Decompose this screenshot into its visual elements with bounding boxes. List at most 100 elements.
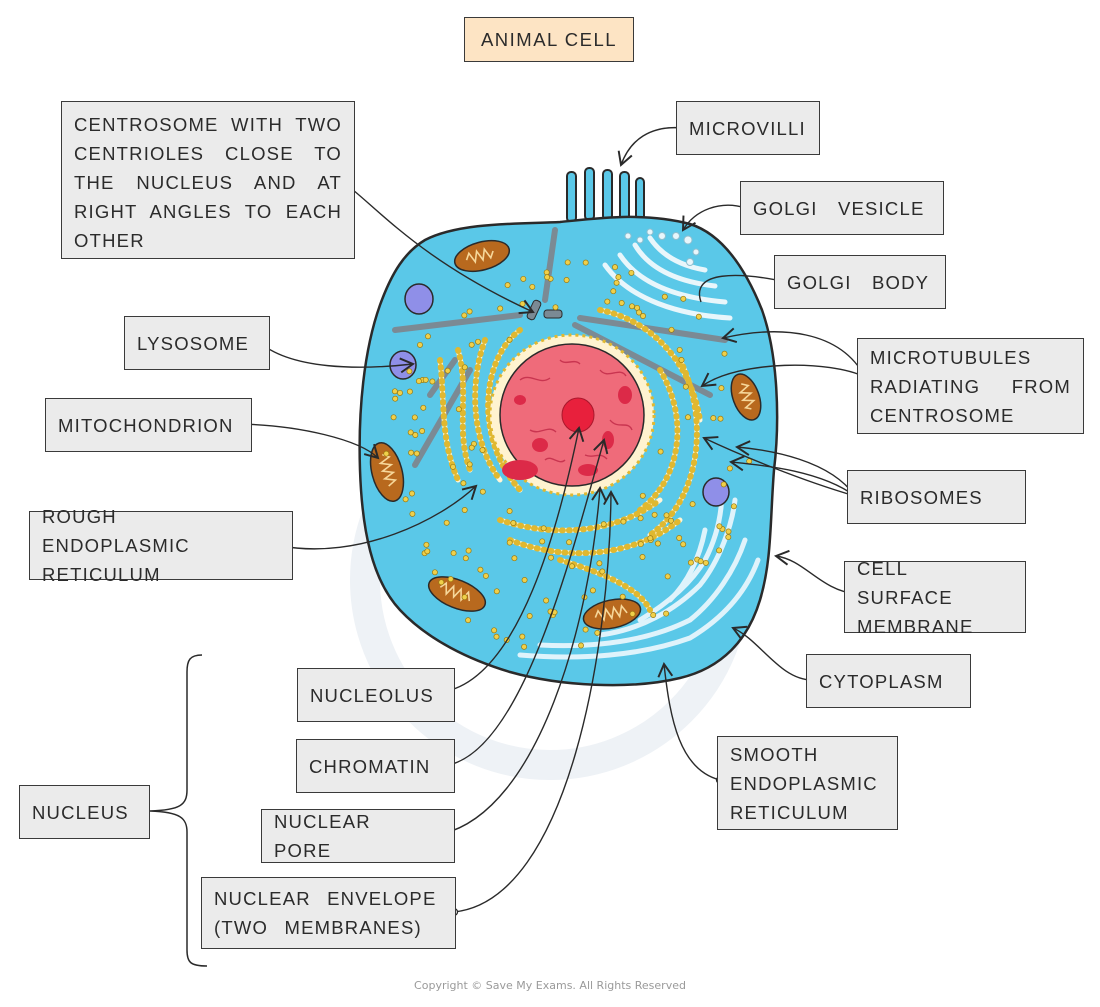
ribosome-dot xyxy=(725,534,732,541)
free-ribosomes xyxy=(383,259,753,650)
ribosome-dot xyxy=(443,519,450,526)
ribosome-dot xyxy=(475,338,481,345)
ribosome-dot xyxy=(424,548,431,555)
ribosome-dot xyxy=(423,541,430,548)
ribosome-dot xyxy=(390,414,397,421)
nucleus-brace xyxy=(149,654,208,967)
ribosome-dot xyxy=(544,274,551,281)
ribosome-dot xyxy=(465,547,472,554)
ribosome-dot xyxy=(408,449,415,456)
ribosome-dot xyxy=(450,463,456,470)
ribosome-dot xyxy=(687,559,694,566)
ribosome-dot xyxy=(406,368,413,375)
ribosome-dot xyxy=(582,626,589,633)
ribosome-dot xyxy=(493,633,500,640)
ribosome-dot xyxy=(685,414,691,421)
ribosome-dot xyxy=(640,313,646,319)
ribosome-dot xyxy=(702,559,709,566)
ribosome-dot xyxy=(540,525,547,532)
ribosome-dot xyxy=(718,385,725,392)
ribosome-dot xyxy=(482,572,489,579)
ribosome-dot xyxy=(725,528,732,535)
ribosome-dot xyxy=(582,259,589,266)
ribosome-dot xyxy=(651,511,658,518)
ribosome-dot xyxy=(462,555,469,562)
golgi-body xyxy=(602,235,733,321)
ribosome-dot xyxy=(529,283,536,290)
ribosome-dot xyxy=(415,378,422,385)
diagram-title: ANIMAL CELL xyxy=(464,17,634,62)
ribosome-dot xyxy=(479,447,486,453)
ribosome-dot xyxy=(689,501,696,508)
ribosome-dot xyxy=(604,298,611,305)
ribosome-dot xyxy=(717,415,724,422)
ribosome-dot xyxy=(637,541,644,548)
ribosome-dot xyxy=(455,406,462,413)
ribosome-dot xyxy=(610,288,617,295)
ribosome-dot xyxy=(639,554,646,560)
ribosome-dot xyxy=(680,541,687,548)
ribosome-dot xyxy=(594,629,601,636)
ribosome-dot xyxy=(629,303,635,310)
label-nucleus: NUCLEUS xyxy=(19,785,150,839)
label-smooth-er-text: SMOOTH ENDOPLASMIC RETICULUM xyxy=(730,743,878,823)
ribosome-dot xyxy=(548,554,554,561)
ribosome-dot xyxy=(479,488,486,495)
copyright-notice: Copyright © Save My Exams. All Rights Re… xyxy=(414,979,686,992)
chromatin xyxy=(519,359,633,463)
ribosome-dot xyxy=(444,367,451,374)
ribosome-dot xyxy=(721,350,728,357)
label-nucleus-text: NUCLEUS xyxy=(32,801,129,823)
ribosome-dot xyxy=(613,279,620,286)
label-nuclear-pore-text: NUCLEAR PORE xyxy=(274,811,371,861)
label-cell-surface-membrane-text: CELL SURFACE MEMBRANE xyxy=(857,557,974,637)
ribosome-dot xyxy=(552,304,559,311)
ribosome-dot xyxy=(506,336,513,343)
label-cytoplasm: CYTOPLASM xyxy=(806,654,971,708)
label-chromatin: CHROMATIN xyxy=(296,739,455,793)
ribosome-dot xyxy=(461,594,468,601)
ribosome-dot xyxy=(716,523,723,530)
ribosome-dot xyxy=(730,503,737,510)
ribosome-dot xyxy=(504,282,511,289)
label-microtubules: MICROTUBULES RADIATING FROM CENTROSOME xyxy=(857,338,1084,434)
golgi-vesicles xyxy=(624,228,700,266)
label-nucleolus: NUCLEOLUS xyxy=(297,668,455,722)
ribosome-dot xyxy=(450,550,457,557)
ribosome-dot xyxy=(409,510,416,517)
ribosome-dot xyxy=(493,588,500,595)
ribosome-dot xyxy=(676,346,683,353)
ribosome-dot xyxy=(639,492,646,499)
ribosome-dot xyxy=(664,573,671,580)
ribosome-dot xyxy=(413,450,420,457)
ribosome-dot xyxy=(468,341,475,348)
ribosome-dot xyxy=(461,364,468,371)
ribosome-dot xyxy=(678,357,685,363)
label-rough-er: ROUGH ENDOPLASMIC RETICULUM xyxy=(29,506,293,585)
ribosome-dot xyxy=(391,388,398,395)
ribosome-dot xyxy=(663,610,670,617)
ribosome-dot xyxy=(526,613,533,619)
ribosome-dot xyxy=(657,448,664,455)
ribosome-dot xyxy=(569,563,575,570)
ribosome-dot xyxy=(425,333,431,340)
ribosome-dot xyxy=(543,597,550,604)
ribosome-dot xyxy=(661,293,668,300)
label-golgi-vesicle: GOLGI VESICLE xyxy=(740,181,944,235)
label-mitochondrion-text: MITOCHONDRION xyxy=(58,414,234,436)
ribosome-dot xyxy=(397,389,403,396)
ribosome-dot xyxy=(409,490,415,497)
ribosome-dot xyxy=(497,305,504,312)
ribosome-dot xyxy=(600,521,607,528)
ribosome-dot xyxy=(468,444,475,451)
ribosome-dot xyxy=(629,610,636,617)
label-microvilli: MICROVILLI xyxy=(676,101,820,155)
ribosome-dot xyxy=(510,520,517,526)
ribosome-dot xyxy=(589,587,596,594)
ribosome-dot xyxy=(431,569,438,576)
nucleolus xyxy=(561,397,595,433)
ribosome-dot xyxy=(563,277,570,283)
ribosome-dot xyxy=(461,507,468,513)
ribosome-dot xyxy=(461,312,468,319)
ribosome-dot xyxy=(578,642,584,649)
